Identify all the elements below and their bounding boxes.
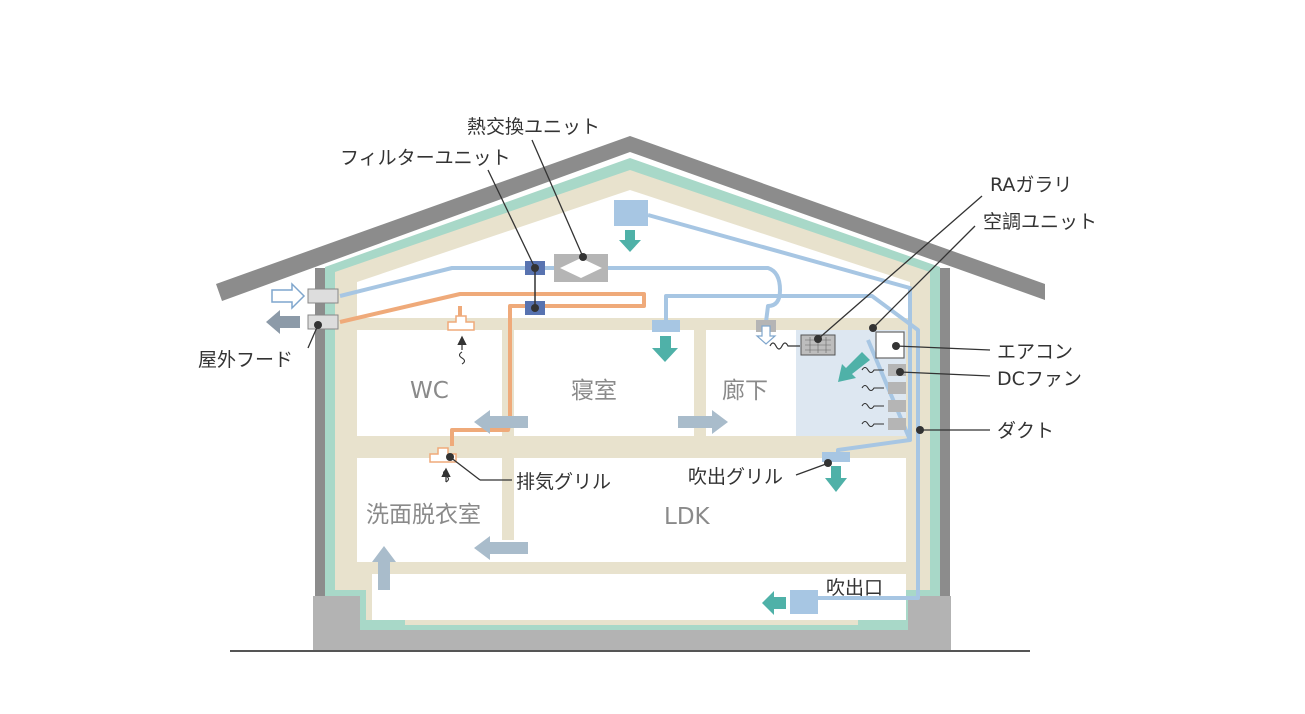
supply-ducts	[339, 213, 920, 600]
label-ac-unit: 空調ユニット	[983, 211, 1097, 233]
attic-down-arrow	[619, 230, 641, 252]
supply-duct-attic-top	[647, 213, 912, 440]
attic-supply-box	[614, 200, 648, 226]
outlet-arrow	[762, 591, 786, 615]
label-filter-unit: フィルターユニット	[340, 147, 511, 169]
airflow-arrows	[372, 410, 728, 590]
intake-arrow	[271, 282, 306, 310]
airflow-arrow-wc	[474, 410, 528, 434]
bedroom-supply-arrow	[652, 336, 678, 362]
label-duct: ダクト	[997, 420, 1054, 442]
label-air-conditioner: エアコン	[997, 341, 1073, 363]
exhaust-duct-main	[339, 292, 646, 446]
airflow-arrow-ldk	[474, 536, 528, 560]
outdoor-hood-exhaust	[307, 314, 339, 330]
house-shell	[216, 136, 1045, 630]
dc-fan-2	[888, 382, 906, 394]
ldk-supply-arrow	[825, 466, 847, 492]
label-dc-fan: DCファン	[997, 368, 1082, 390]
partition-post-1	[502, 458, 514, 540]
dc-fan-squiggles	[861, 366, 884, 428]
partition-post-2	[694, 330, 706, 412]
label-heat-exchange-unit: 熱交換ユニット	[467, 116, 600, 138]
room-label-hallway: 廊下	[722, 378, 768, 404]
label-exhaust-grille: 排気グリル	[516, 471, 611, 493]
ldk-supply-grille	[822, 452, 850, 462]
supply-duct-bedroom	[664, 294, 920, 600]
leader-lines	[307, 139, 991, 481]
bedroom-supply-grille	[652, 320, 680, 332]
right-outer-wall	[940, 268, 950, 596]
crawl-trim-right	[858, 620, 903, 628]
outdoor-hood-group	[266, 282, 339, 334]
dc-fan-3	[888, 400, 906, 412]
label-supply-grille: 吹出グリル	[688, 466, 783, 488]
airflow-arrow-washroom-up	[372, 546, 396, 590]
supply-duct-hex-to-attic	[608, 266, 782, 323]
outdoor-hood-intake	[307, 288, 339, 304]
left-outer-wall	[315, 268, 325, 596]
label-outdoor-hood: 屋外フード	[198, 349, 293, 371]
dc-fan-4	[888, 418, 906, 430]
exhaust-arrow	[266, 310, 300, 334]
label-outlet: 吹出口	[826, 577, 883, 599]
room-label-bedroom: 寝室	[571, 378, 617, 404]
airflow-arrow-hallway	[678, 410, 728, 434]
hallway-squiggle	[769, 342, 800, 350]
hallway-return-arrow	[755, 325, 777, 345]
room-label-wc: WC	[410, 378, 449, 404]
ac-outflow-arrow	[838, 352, 870, 382]
room-label-ldk: LDK	[664, 504, 711, 530]
attic-space	[357, 190, 910, 318]
outlet-box	[790, 590, 818, 614]
label-ra-gallery: RAガラリ	[990, 174, 1072, 196]
upper-floor-left	[357, 330, 502, 436]
heat-exchange-core	[560, 258, 602, 278]
exhaust-grille-wc	[447, 315, 475, 365]
crawl-trim-left	[360, 620, 405, 628]
room-label-washroom: 洗面脱衣室	[366, 502, 481, 528]
wc-exhaust-squiggle	[458, 351, 466, 365]
